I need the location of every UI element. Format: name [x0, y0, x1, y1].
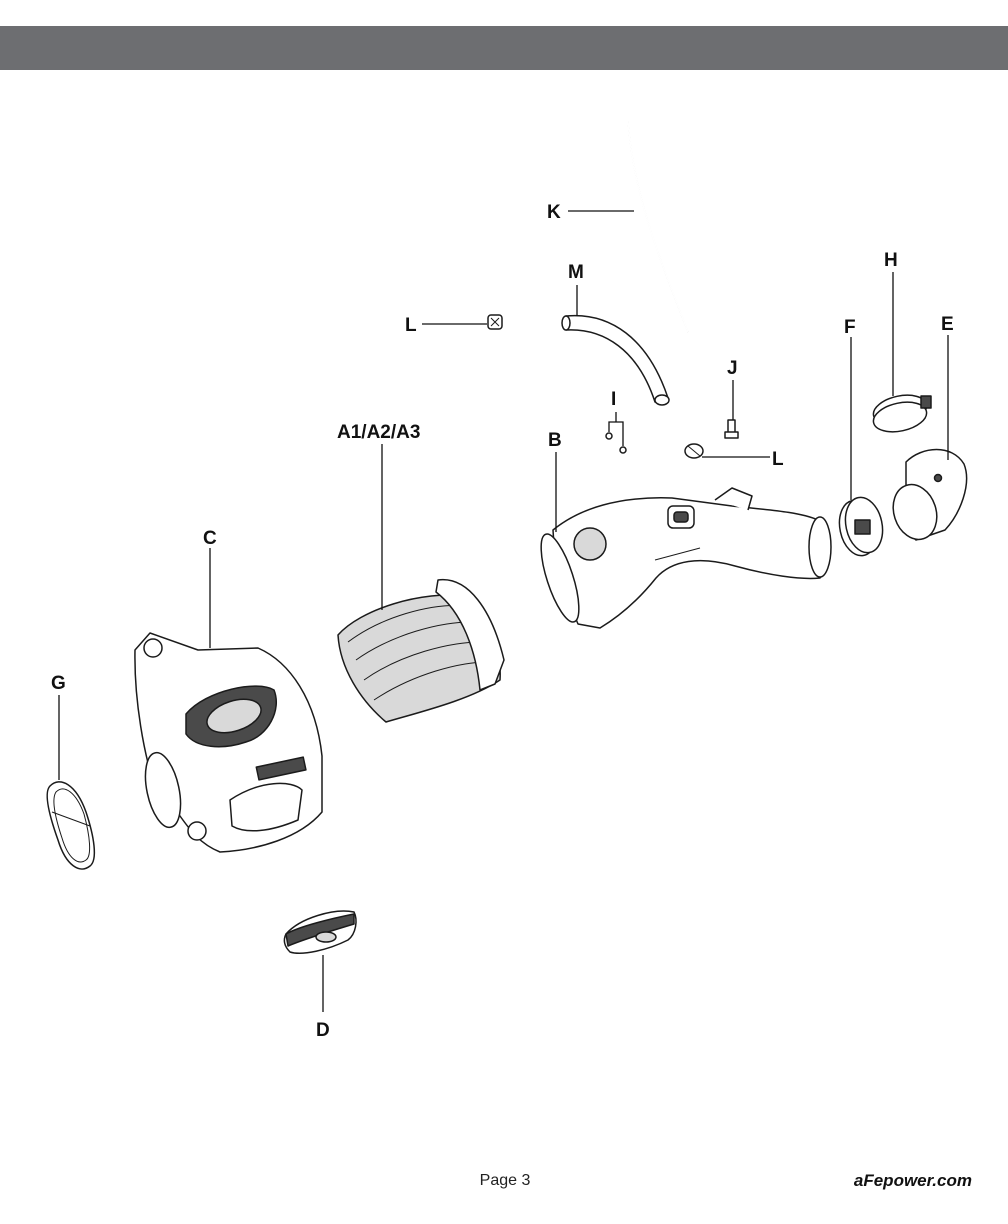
site-url: aFepower.com: [853, 1171, 972, 1190]
part-b-intake-tube: [540, 487, 832, 629]
label-b: B: [548, 430, 562, 451]
label-l-top: L: [405, 315, 417, 336]
part-e-elbow-coupler: [892, 448, 968, 541]
label-h: H: [884, 250, 898, 271]
label-k: K: [547, 202, 561, 223]
part-i-plugs: [605, 432, 627, 454]
label-d: D: [316, 1020, 330, 1041]
leader-i: [608, 412, 624, 446]
label-f: F: [844, 317, 856, 338]
part-j-fitting: [724, 419, 739, 439]
label-j: J: [727, 358, 738, 379]
page-number: Page 3: [479, 1172, 531, 1189]
label-m: M: [568, 262, 584, 283]
part-g-gasket: [46, 781, 96, 870]
label-g: G: [51, 673, 66, 694]
part-k-hose-line: [627, 120, 689, 333]
part-d-cover: [283, 910, 357, 954]
label-a: A1/A2/A3: [337, 422, 420, 443]
part-h-clamp: [872, 394, 932, 433]
part-c-airbox: [134, 632, 323, 853]
part-l-clamp-right: [684, 443, 704, 459]
part-m-breather-hose: [561, 314, 670, 406]
label-i: I: [611, 389, 616, 410]
part-f-clamp: [838, 496, 884, 557]
label-e: E: [941, 314, 954, 335]
part-l-clamp-top: [487, 314, 503, 330]
label-c: C: [203, 528, 217, 549]
label-l-right: L: [772, 449, 784, 470]
part-a-air-filter: [337, 579, 505, 723]
header-bar: [0, 26, 1008, 70]
